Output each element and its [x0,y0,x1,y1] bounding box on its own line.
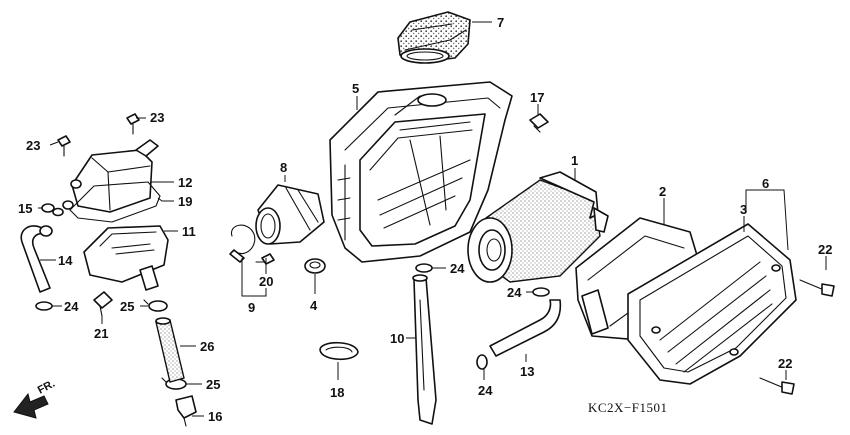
air-cleaner-cover [627,223,797,385]
clip-24-bottom [476,354,488,370]
callout-11: 11 [182,224,196,239]
callout-17: 17 [530,90,544,105]
callout-6: 6 [762,176,769,191]
clip-24-right [532,287,550,297]
callout-1: 1 [571,153,578,168]
callout-5: 5 [352,81,359,96]
callout-24: 24 [64,299,79,314]
clamp-band-9 [229,224,256,263]
clamp-25-upper [143,299,168,312]
connecting-tube [255,184,325,245]
callout-10: 10 [390,331,404,346]
callout-16: 16 [208,409,222,424]
callout-24: 24 [478,383,493,398]
callout-4: 4 [310,298,318,313]
drain-tube-long [412,274,437,425]
callout-9: 9 [248,300,255,315]
callout-2: 2 [659,184,666,199]
callout-13: 13 [520,364,534,379]
filter-element [467,171,609,283]
o-rings-15 [41,200,74,217]
breather-tube [20,225,53,293]
screw-20 [255,253,275,265]
foam-element [397,11,471,64]
drain-tube [155,317,185,383]
gasket-19 [69,181,161,223]
breather-cover [70,139,159,213]
clamp-18 [319,341,359,361]
clip-24-mid [415,263,433,273]
callout-25: 25 [206,377,220,392]
callout-12: 12 [178,175,192,190]
bolt-17 [529,113,549,133]
leader-lines [38,21,827,417]
grommet-4 [304,258,326,274]
screws-23 [57,113,140,157]
callout-7: 7 [497,15,504,30]
callout-25: 25 [120,299,134,314]
bolt-21 [93,291,113,317]
callout-23: 23 [150,110,164,125]
callout-21: 21 [94,326,108,341]
callout-8: 8 [280,160,287,175]
callout-labels: 7 5 17 23 23 12 19 15 11 14 24 21 25 26 … [18,15,832,424]
front-arrow-icon [13,392,49,419]
air-cleaner-case [329,81,513,263]
breather-case [83,225,169,291]
callout-15: 15 [18,201,32,216]
clip-24-left [35,301,53,311]
callout-22: 22 [818,242,832,257]
drain-plug [175,395,197,427]
callout-20: 20 [259,274,273,289]
callout-24: 24 [450,261,465,276]
callout-23: 23 [26,138,40,153]
callout-3: 3 [740,202,747,217]
tube-13 [489,299,562,357]
front-direction-indicator: FR. [13,378,57,419]
figure-code: KC2X−F1501 [588,400,668,415]
callout-18: 18 [330,385,344,400]
callout-22: 22 [778,356,792,371]
callout-26: 26 [200,339,214,354]
callout-24: 24 [507,285,522,300]
direction-label: FR. [36,378,57,397]
screws-22 [759,279,835,395]
callout-19: 19 [178,194,192,209]
callout-14: 14 [58,253,73,268]
